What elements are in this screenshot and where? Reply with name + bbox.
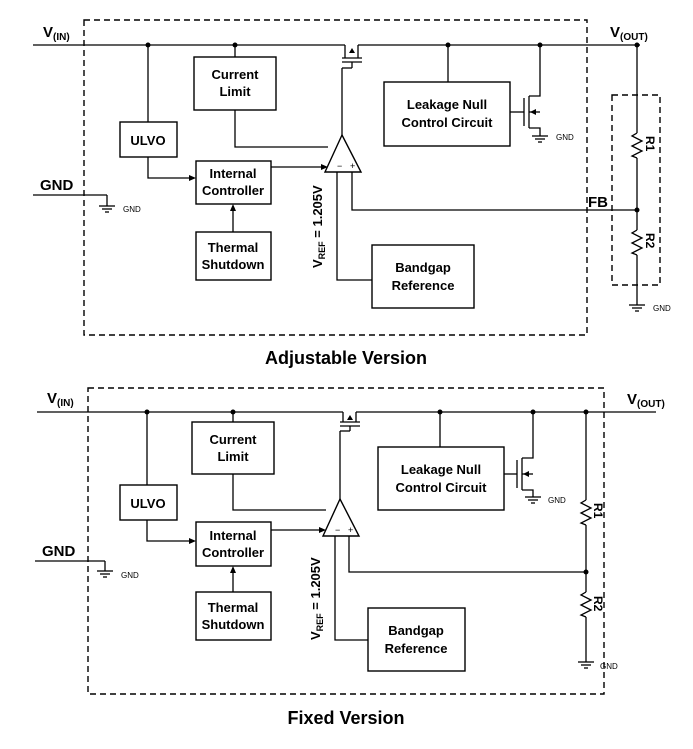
vin-label: V(IN) xyxy=(43,24,70,43)
leakage-null-block xyxy=(383,81,511,147)
current-limit-block xyxy=(191,421,275,475)
ulvo-block xyxy=(119,484,178,521)
amp-plus: + xyxy=(350,161,355,171)
pass-transistor xyxy=(339,412,360,502)
internal-controller-line2: Controller xyxy=(202,545,264,560)
bandgap-line2: Reference xyxy=(392,278,455,293)
gnd-small-label: GND xyxy=(653,304,671,313)
internal-controller-line1: Internal xyxy=(210,528,257,543)
thermal-shutdown-line1: Thermal xyxy=(208,240,259,255)
gnd-symbol xyxy=(532,135,548,143)
current-limit-line1: Current xyxy=(210,432,258,447)
gnd-small-label: GND xyxy=(121,571,139,580)
amp-plus: + xyxy=(348,525,353,535)
gnd-symbol xyxy=(97,570,113,578)
gnd-symbol xyxy=(629,304,645,312)
r1-label: R1 xyxy=(591,503,605,519)
r2-label: R2 xyxy=(643,233,657,249)
internal-controller-block xyxy=(195,160,272,205)
bandgap-block xyxy=(367,607,466,672)
amp-minus: − xyxy=(335,525,340,535)
ic-boundary xyxy=(83,19,588,336)
leakage-transistor xyxy=(510,45,541,136)
gnd-pin-label: GND xyxy=(42,543,76,560)
vref-label: VREF = 1.205V xyxy=(308,557,325,640)
error-amplifier xyxy=(323,133,363,173)
leakage-transistor xyxy=(504,412,534,497)
bandgap-line2: Reference xyxy=(385,641,448,656)
adjustable-version-title: Adjustable Version xyxy=(265,348,427,368)
thermal-shutdown-line2: Shutdown xyxy=(202,617,265,632)
internal-controller-line1: Internal xyxy=(210,166,257,181)
vref-label: VREF = 1.205V xyxy=(310,185,327,268)
leakage-null-line2: Control Circuit xyxy=(396,480,488,495)
adjustable-version: V(IN) V(OUT) Current Limit ULVO xyxy=(33,19,671,368)
r2-label: R2 xyxy=(591,596,605,612)
bandgap-block xyxy=(371,244,475,309)
resistor-r1 xyxy=(579,499,593,526)
current-limit-block xyxy=(193,56,277,111)
ic-boundary xyxy=(87,387,605,695)
gnd-small-label: GND xyxy=(548,496,566,505)
internal-controller-block xyxy=(195,521,272,567)
resistor-r2 xyxy=(579,591,593,618)
feedback-network-boundary xyxy=(611,94,661,286)
current-limit-line2: Limit xyxy=(217,449,249,464)
gnd-small-label: GND xyxy=(556,133,574,142)
bandgap-line1: Bandgap xyxy=(388,623,444,638)
leakage-null-line1: Leakage Null xyxy=(401,462,481,477)
pass-transistor xyxy=(341,45,362,138)
fb-label: FB xyxy=(588,194,608,211)
ulvo-block xyxy=(119,121,178,158)
gnd-symbol xyxy=(99,205,115,213)
thermal-shutdown-line2: Shutdown xyxy=(202,257,265,272)
bandgap-line1: Bandgap xyxy=(395,260,451,275)
amp-minus: − xyxy=(337,161,342,171)
current-limit-line2: Limit xyxy=(219,84,251,99)
resistor-r1 xyxy=(630,132,644,159)
r1-label: R1 xyxy=(643,136,657,152)
resistor-r2 xyxy=(630,229,644,256)
gnd-symbol xyxy=(578,661,594,669)
fixed-version: V(IN) V(OUT) Current Limit ULVO xyxy=(35,387,665,728)
leakage-null-line2: Control Circuit xyxy=(402,115,494,130)
gnd-small-label: GND xyxy=(600,662,618,671)
error-amplifier xyxy=(321,497,361,537)
ulvo-label: ULVO xyxy=(130,496,165,511)
gnd-pin-label: GND xyxy=(40,177,74,194)
vin-label: V(IN) xyxy=(47,390,74,409)
vout-label: V(OUT) xyxy=(627,391,665,410)
gnd-symbol xyxy=(525,496,541,504)
fixed-version-title: Fixed Version xyxy=(287,708,404,728)
leakage-null-block xyxy=(377,446,505,511)
gnd-small-label: GND xyxy=(123,205,141,214)
ulvo-label: ULVO xyxy=(130,133,165,148)
thermal-shutdown-line1: Thermal xyxy=(208,600,259,615)
vout-label: V(OUT) xyxy=(610,24,648,43)
leakage-null-line1: Leakage Null xyxy=(407,97,487,112)
internal-controller-line2: Controller xyxy=(202,183,264,198)
current-limit-line1: Current xyxy=(212,67,260,82)
